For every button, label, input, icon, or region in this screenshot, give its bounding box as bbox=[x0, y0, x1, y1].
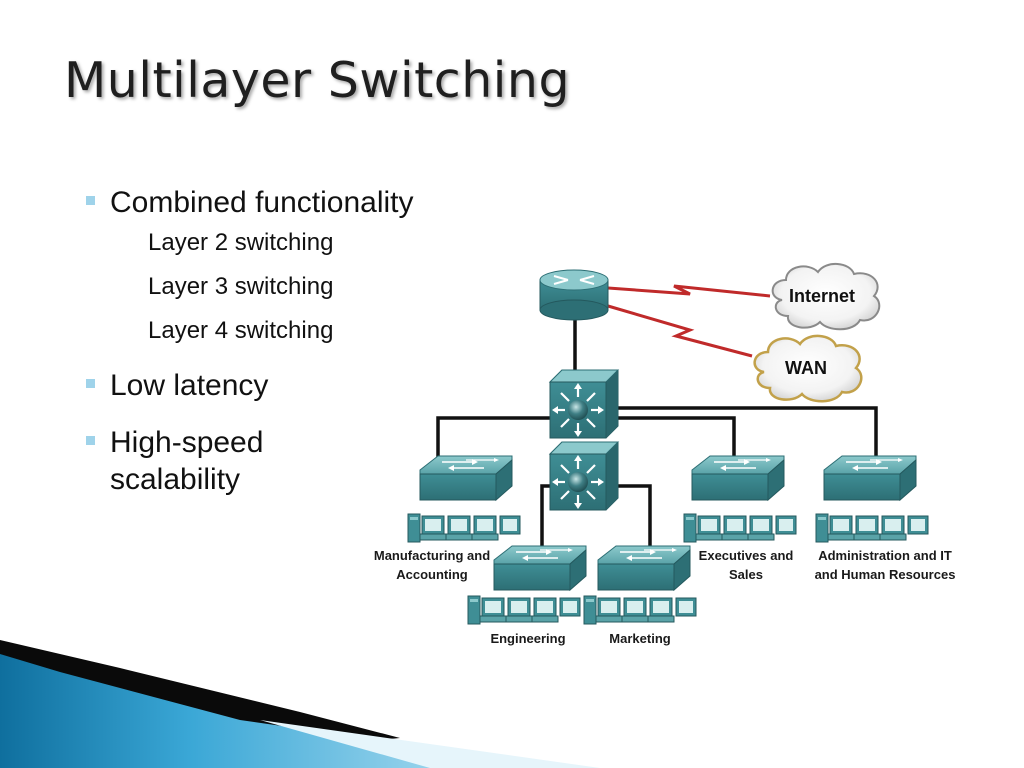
bullet-marker-icon bbox=[86, 436, 95, 445]
group-label-manufacturing: Manufacturing and bbox=[374, 548, 490, 563]
group-label-marketing: Marketing bbox=[609, 631, 670, 646]
workstations-marketing-icon bbox=[583, 595, 697, 625]
group-label-engineering: Engineering bbox=[490, 631, 565, 646]
internet-label: Internet bbox=[789, 286, 855, 306]
decorative-swoosh bbox=[0, 640, 600, 768]
multilayer-switch-distribution-icon bbox=[548, 440, 620, 512]
bullet-item: Low latency bbox=[86, 367, 466, 404]
bullet-item: Combined functionality bbox=[86, 184, 466, 221]
sub-bullet-item: Layer 4 switching bbox=[148, 317, 334, 344]
wan-links bbox=[607, 284, 771, 358]
wan-cloud: WAN bbox=[753, 334, 863, 403]
sub-bullet-item: Layer 2 switching bbox=[148, 229, 334, 256]
multilayer-switch-core-icon bbox=[548, 368, 620, 440]
bullet-text: Low latency bbox=[110, 369, 269, 402]
group-label-administration: Administration and IT bbox=[818, 548, 952, 563]
switch-administration-icon bbox=[823, 455, 917, 501]
workstations-manufacturing-icon bbox=[407, 513, 521, 543]
bullet-list: Combined functionality Layer 2 switching… bbox=[86, 184, 466, 498]
workstations-executives-icon bbox=[683, 513, 797, 543]
group-label-executives: Executives and bbox=[699, 548, 794, 563]
bullet-marker-icon bbox=[86, 379, 95, 388]
network-diagram: Internet WAN Manufacturing and Accountin… bbox=[374, 263, 956, 646]
bullet-text: Combined functionality bbox=[110, 186, 414, 219]
bullet-text: High-speed scalability bbox=[110, 426, 264, 496]
group-label-executives: Sales bbox=[729, 567, 763, 582]
switch-marketing-icon bbox=[597, 545, 691, 591]
bullet-item: High-speed scalability bbox=[86, 424, 320, 498]
router-icon bbox=[539, 269, 609, 321]
workstations-engineering-icon bbox=[467, 595, 581, 625]
network-links bbox=[436, 312, 878, 568]
bullet-marker-icon bbox=[86, 196, 95, 205]
switch-executives-icon bbox=[691, 455, 785, 501]
switch-engineering-icon bbox=[493, 545, 587, 591]
sub-bullet-item: Layer 3 switching bbox=[148, 273, 334, 300]
slide-title: Multilayer Switching bbox=[64, 52, 571, 109]
sub-bullet-list: Layer 2 switching Layer 3 switching Laye… bbox=[86, 221, 466, 353]
wan-label: WAN bbox=[785, 358, 827, 378]
internet-cloud: Internet bbox=[771, 263, 881, 331]
group-label-manufacturing: Accounting bbox=[396, 567, 468, 582]
workstations-administration-icon bbox=[815, 513, 929, 543]
group-label-administration: and Human Resources bbox=[815, 567, 956, 582]
switch-manufacturing-icon bbox=[419, 455, 513, 501]
